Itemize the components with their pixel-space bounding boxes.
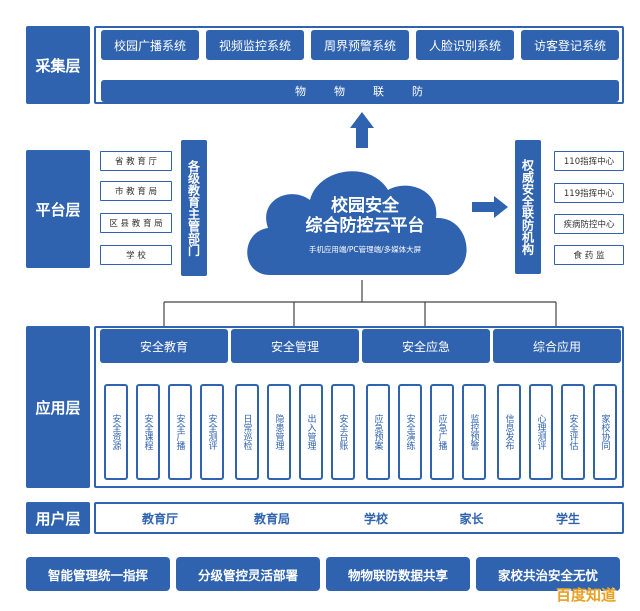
cloud-text: 校园安全 综合防控云平台 手机应用端/PC管理端/多媒体大屏 [270, 196, 460, 255]
left-box-1: 省 教 育 厅 [100, 151, 172, 171]
bottom-banner-1: 智能管理统一指挥 [26, 557, 170, 591]
cloud-shape [247, 171, 467, 275]
layer-label-application: 应用层 [26, 326, 90, 488]
up-arrow [350, 112, 374, 148]
user-3: 学校 [363, 511, 388, 526]
app-item: 安全演练 [398, 384, 422, 480]
right-box-4: 食 药 监 [554, 245, 624, 265]
user-5: 学生 [555, 511, 580, 526]
app-group-title-1: 安全教育 [100, 329, 228, 363]
collect-system-1: 校园广播系统 [101, 30, 199, 60]
app-item: 家校协同 [593, 384, 617, 480]
bottom-banner-3: 物物联防数据共享 [326, 557, 470, 591]
iot-bar: 物 物 联 防 [101, 80, 619, 102]
collect-system-3: 周界预警系统 [311, 30, 409, 60]
app-item: 安全评估 [561, 384, 585, 480]
right-box-1: 110指挥中心 [554, 151, 624, 171]
app-group-title-2: 安全管理 [231, 329, 359, 363]
app-item: 隐患管理 [267, 384, 291, 480]
collect-system-4: 人脸识别系统 [416, 30, 514, 60]
app-item: 安全资源 [104, 384, 128, 480]
left-box-4: 学 校 [100, 245, 172, 265]
app-item: 出入管理 [299, 384, 323, 480]
layer-label-collect: 采集层 [26, 26, 90, 104]
user-2: 教育局 [253, 511, 290, 526]
app-item: 信息发布 [497, 384, 521, 480]
app-item: 应急预案 [366, 384, 390, 480]
user-1: 教育厅 [141, 511, 178, 526]
left-box-2: 市 教 育 局 [100, 181, 172, 201]
cloud-sub: 手机应用端/PC管理端/多媒体大屏 [308, 245, 422, 254]
app-group-title-4: 综合应用 [493, 329, 621, 363]
bottom-banner-4: 家校共治安全无忧 [476, 557, 620, 591]
bottom-banner-2: 分级管控灵活部署 [176, 557, 320, 591]
cloud-line2: 综合防控云平台 [305, 216, 425, 236]
watermark-logo: 百度知道 [556, 586, 617, 604]
app-item: 应急广播 [430, 384, 454, 480]
right-vertical-label: 权威安全联防机构 [515, 140, 541, 274]
app-item: 日常巡检 [235, 384, 259, 480]
app-item: 监控预警 [462, 384, 486, 480]
app-item: 安全台账 [331, 384, 355, 480]
layer-label-user: 用户层 [26, 502, 90, 534]
collect-system-2: 视频监控系统 [206, 30, 304, 60]
collect-system-5: 访客登记系统 [521, 30, 619, 60]
app-item: 心理测评 [529, 384, 553, 480]
app-item: 安全广播 [168, 384, 192, 480]
user-4: 家长 [459, 511, 484, 526]
right-box-2: 119指挥中心 [554, 183, 624, 203]
cloud-line1: 校园安全 [331, 196, 399, 216]
left-vertical-label: 各级教育主管部门 [181, 140, 207, 276]
right-arrow [472, 196, 508, 218]
app-item: 安全测评 [200, 384, 224, 480]
user-frame [94, 502, 624, 534]
left-box-3: 区 县 教 育 局 [100, 213, 172, 233]
layer-label-platform: 平台层 [26, 150, 90, 268]
right-box-3: 疾病防控中心 [554, 214, 624, 234]
app-item: 安全课程 [136, 384, 160, 480]
app-group-title-3: 安全应急 [362, 329, 490, 363]
